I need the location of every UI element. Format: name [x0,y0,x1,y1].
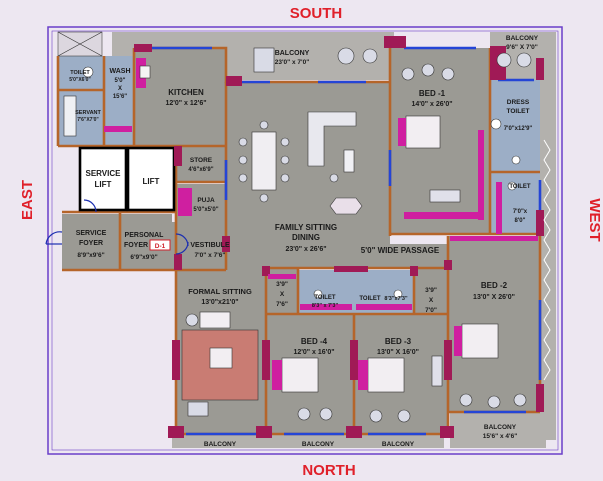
passage-right-dim-3: 7'0" [425,307,437,314]
passage-right-dim-2: X [429,297,434,304]
personal-foyer-label-2: FOYER [124,242,148,249]
toilet-b3-size: 8'3"x7'3" [384,296,408,302]
passage-left-dim-2: X [280,291,285,298]
balcony-se-floor [450,412,546,448]
door-tag-label: D-1 [155,243,166,250]
balcony-b1-label: BALCONY [204,441,237,448]
bed1-size: 14'0" x 26'0" [411,101,452,108]
lift-shaft [126,146,176,212]
service-lift-shaft [78,146,128,212]
passage-left-dim-1: 3'9" [276,281,288,288]
store-floor [176,148,226,182]
balcony-se-size: 15'6" x 4'6" [483,433,518,440]
service-lift-floor [80,148,126,210]
wash-size-2: X [118,86,122,92]
balcony-b3-label: BALCONY [382,441,415,448]
service-lift-label-2: LIFT [95,180,112,189]
toilet-svc-floor [58,56,104,90]
bed1-label: BED -1 [419,89,446,98]
lift-floor [128,148,174,210]
balcony-top-label: BALCONY [275,50,310,57]
compass-west: WEST [586,198,603,241]
formal-sitting-size: 13'0"x21'0" [201,299,238,306]
balcony-west-strip [540,80,556,440]
family-sitting-label: FAMILY SITTING [275,223,337,232]
toilet-b4-label: TOILET [314,295,336,301]
kitchen-floor [134,48,226,148]
wash-size-1: 5'0" [115,78,126,84]
kitchen-label: KITCHEN [168,88,204,97]
wide-passage-label: 5'0" WIDE PASSAGE [361,246,440,255]
service-foyer-size: 8'9"x9'6" [77,252,104,259]
balcony-b2-label: BALCONY [302,441,335,448]
store-label: STORE [190,157,213,164]
personal-foyer-size: 6'9"x9'0" [130,254,157,261]
toilet-svc-size: 5'0"X6'0" [69,77,91,83]
dress-size: 7'0"x12'9" [504,126,533,132]
wash-size-3: 15'6" [113,94,127,100]
furniture [63,47,532,423]
passage-right-dim-1: 3'9" [425,287,437,294]
bed3-size: 13'0" X 16'0" [377,349,419,356]
vestibule-label: VESTIBULE [190,242,230,249]
bed3-label: BED -3 [385,337,412,346]
balcony-railing [543,139,551,381]
kitchen-size: 12'0" x 12'6" [165,100,206,107]
passage-floor [268,244,448,268]
toilet-b3-label: TOILET [359,296,381,302]
balcony-ne-label: BALCONY [506,35,539,42]
balcony-north-strip [172,434,444,448]
service-lift-label: SERVICE [86,169,122,178]
bed4-label: BED -4 [301,337,328,346]
dress-label-2: TOILET [507,108,530,115]
lift-label: LIFT [143,177,160,186]
puja-label: PUJA [197,197,215,204]
personal-foyer-label: PERSONAL [125,232,165,239]
servant-label: SERVANT [75,110,101,116]
toilet-small-label: TOILET [509,184,531,190]
columns [134,36,544,438]
toilet-small-size-2: 8'0" [515,218,526,224]
bed2-size: 13'0" X 26'0" [473,294,515,301]
servant-size: 7'6"X7'0" [77,117,99,123]
balcony-se-label: BALCONY [484,424,517,431]
bed2-label: BED -2 [481,281,508,290]
puja-size: 5'0"x5'0" [193,207,218,213]
service-foyer-label-2: FOYER [79,240,103,247]
compass-east: EAST [19,180,36,220]
service-foyer-label: SERVICE [76,230,107,237]
bed4-size: 12'0" x 16'0" [293,349,334,356]
balcony-ne-size: 9'6" X 7'0" [506,44,538,51]
wash-label: WASH [110,68,131,75]
family-sitting-size: 23'0" x 26'6" [285,246,326,253]
compass-north: NORTH [302,462,355,479]
passage-right-floor [414,268,448,314]
formal-sitting-label: FORMAL SITTING [188,287,252,296]
vestibule-size: 7'0" x 7'6" [195,252,226,259]
service-foyer-floor [62,214,120,270]
toilet-b4-size: 8'3" x 7'3" [312,303,339,309]
doors [45,199,189,255]
compass-south: SOUTH [290,5,343,22]
dress-label: DRESS [507,99,530,106]
passage-left-dim-3: 7'6" [276,301,288,308]
family-sitting-label-2: DINING [292,233,320,242]
store-size: 4'6"x6'9" [188,167,213,173]
plot-boundary [47,26,563,455]
balcony-top-size: 23'0" x 7'0" [275,59,310,66]
toilet-small-size: 7'0"x [513,209,528,215]
toilet-svc-label: TOILET [70,70,90,76]
door-tag-box [149,239,171,251]
